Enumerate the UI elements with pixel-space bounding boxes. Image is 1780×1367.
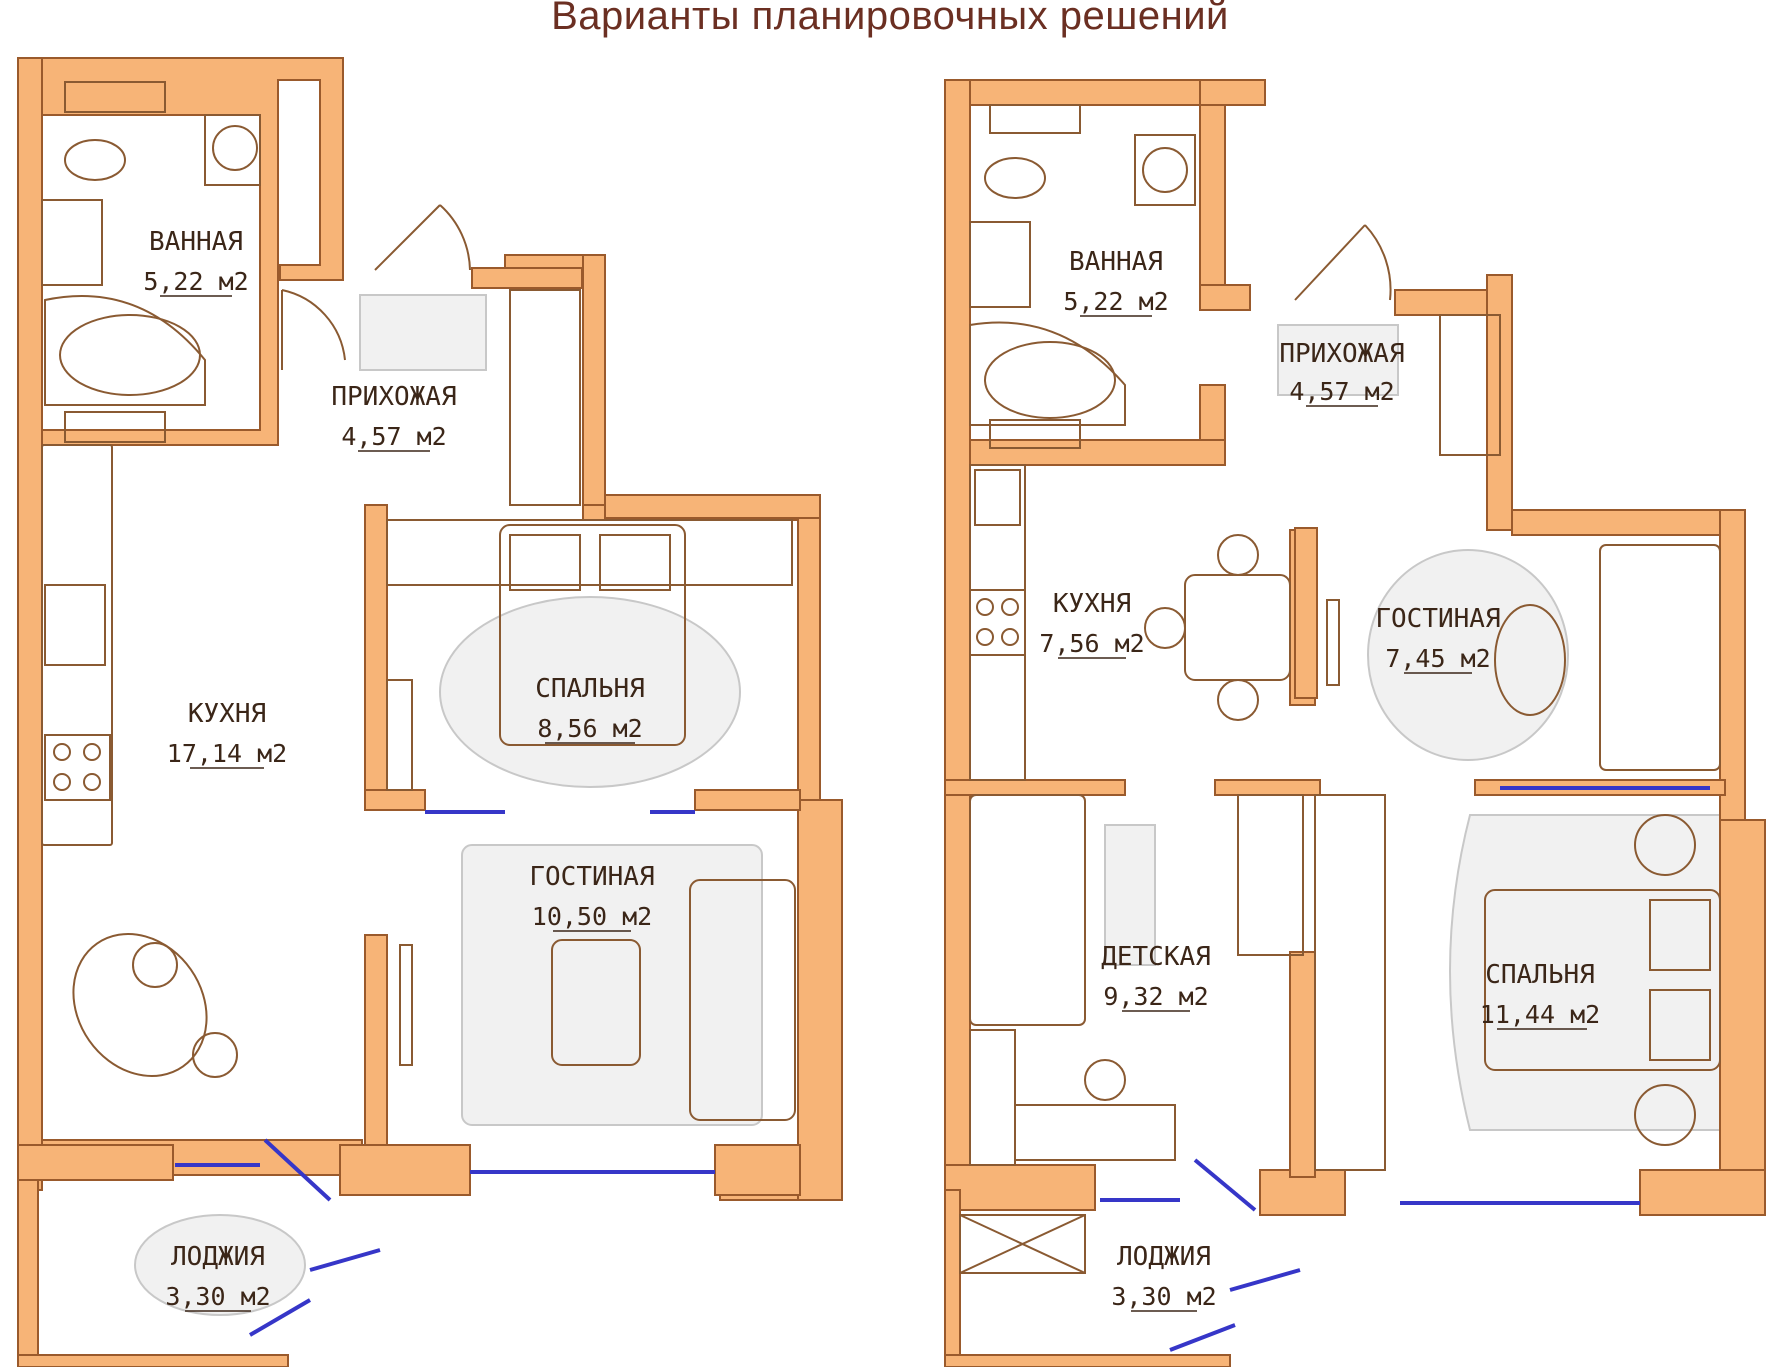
room-label: ЛОДЖИЯ [1117,1242,1211,1272]
room-area: 10,50 м2 [532,902,652,931]
room-area: 5,22 м2 [143,267,248,296]
hall-rug-2 [1277,324,1399,396]
room-area: 9,32 м2 [1103,982,1208,1011]
plan-1-labels: ВАННАЯ 5,22 м2 ПРИХОЖАЯ 4,57 м2 КУХНЯ 17… [143,227,655,1312]
room-label: ПРИХОЖАЯ [1279,339,1404,369]
room-label: СПАЛЬНЯ [535,674,645,704]
hall-rug [359,294,487,371]
plan-1 [17,57,843,1367]
bedroom-rug-2 [1449,814,1721,1131]
room-label: КУХНЯ [1053,589,1131,619]
room-area: 5,22 м2 [1063,287,1168,316]
room-area: 17,14 м2 [167,739,287,768]
room-area: 4,57 м2 [1289,377,1394,406]
room-area: 3,30 м2 [165,1282,270,1311]
room-area: 4,57 м2 [341,422,446,451]
room-label: ПРИХОЖАЯ [331,382,456,412]
bedroom-rug [439,596,741,788]
room-label: ГОСТИНАЯ [1375,604,1500,634]
room-label: КУХНЯ [188,699,266,729]
room-area: 3,30 м2 [1111,1282,1216,1311]
room-label: ГОСТИНАЯ [529,862,654,892]
loggia-rug [134,1214,306,1316]
plan-2 [944,79,1766,1367]
room-label: ЛОДЖИЯ [171,1242,265,1272]
living-rug-2 [1367,549,1569,761]
room-area: 7,56 м2 [1039,629,1144,658]
living-rug [461,844,763,1126]
room-area: 7,45 м2 [1385,644,1490,673]
plan-2-labels: ВАННАЯ 5,22 м2 ПРИХОЖАЯ 4,57 м2 КУХНЯ 7,… [1039,247,1600,1312]
room-label: ВАННАЯ [149,227,243,257]
kids-rug [1104,824,1156,966]
room-area: 11,44 м2 [1480,1000,1600,1029]
room-area: 8,56 м2 [537,714,642,743]
room-label: СПАЛЬНЯ [1485,960,1595,990]
page-title: Варианты планировочных решений [551,0,1229,38]
room-label: ДЕТСКАЯ [1101,942,1211,972]
room-label: ВАННАЯ [1069,247,1163,277]
plan-1-walls [17,57,363,1176]
